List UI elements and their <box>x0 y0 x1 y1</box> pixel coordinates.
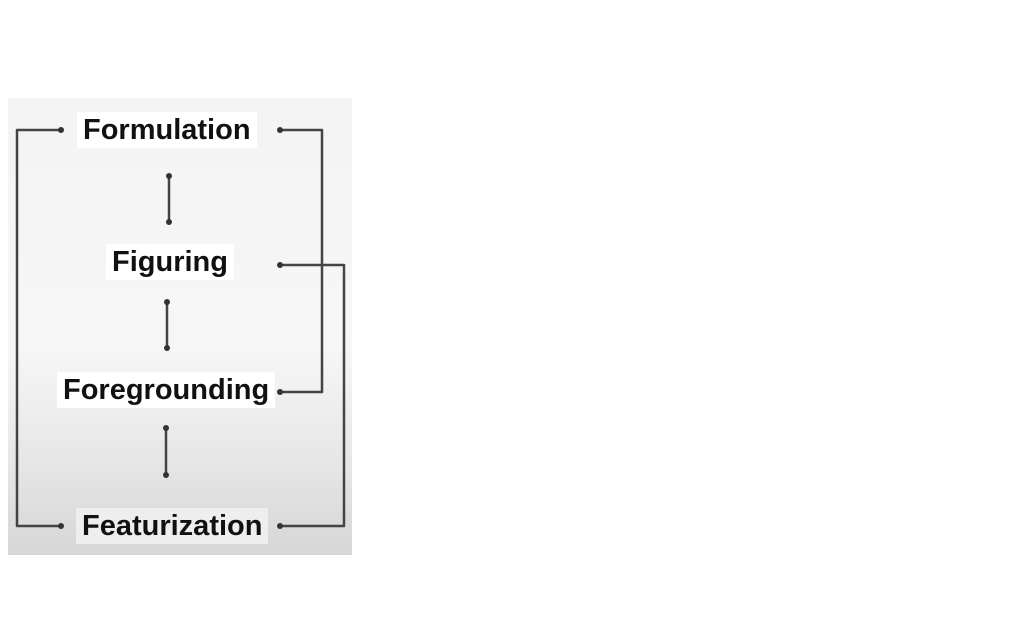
arrowhead-dot <box>164 345 170 351</box>
node-formulation: Formulation <box>77 112 257 148</box>
node-featurization: Featurization <box>76 508 269 544</box>
arrowhead-dot <box>277 523 283 529</box>
arrowhead-dot <box>166 219 172 225</box>
arrowhead-dot <box>277 127 283 133</box>
arrowhead-dot <box>166 173 172 179</box>
node-figuring: Figuring <box>106 244 234 280</box>
arrowhead-dot <box>163 472 169 478</box>
arrowhead-dot <box>277 262 283 268</box>
node-foregrounding: Foregrounding <box>57 372 276 408</box>
loop-figuring-to-featurization <box>281 263 346 528</box>
arrowhead-dot <box>164 299 170 305</box>
arrowhead-dot <box>163 425 169 431</box>
arrowhead-dot <box>58 127 64 133</box>
arrowhead-dot <box>58 523 64 529</box>
arrowhead-dot <box>277 389 283 395</box>
diagram-panel <box>8 98 352 555</box>
loop-featurization-to-formulation <box>15 128 60 528</box>
loop-foregrounding-to-formulation <box>281 128 324 394</box>
